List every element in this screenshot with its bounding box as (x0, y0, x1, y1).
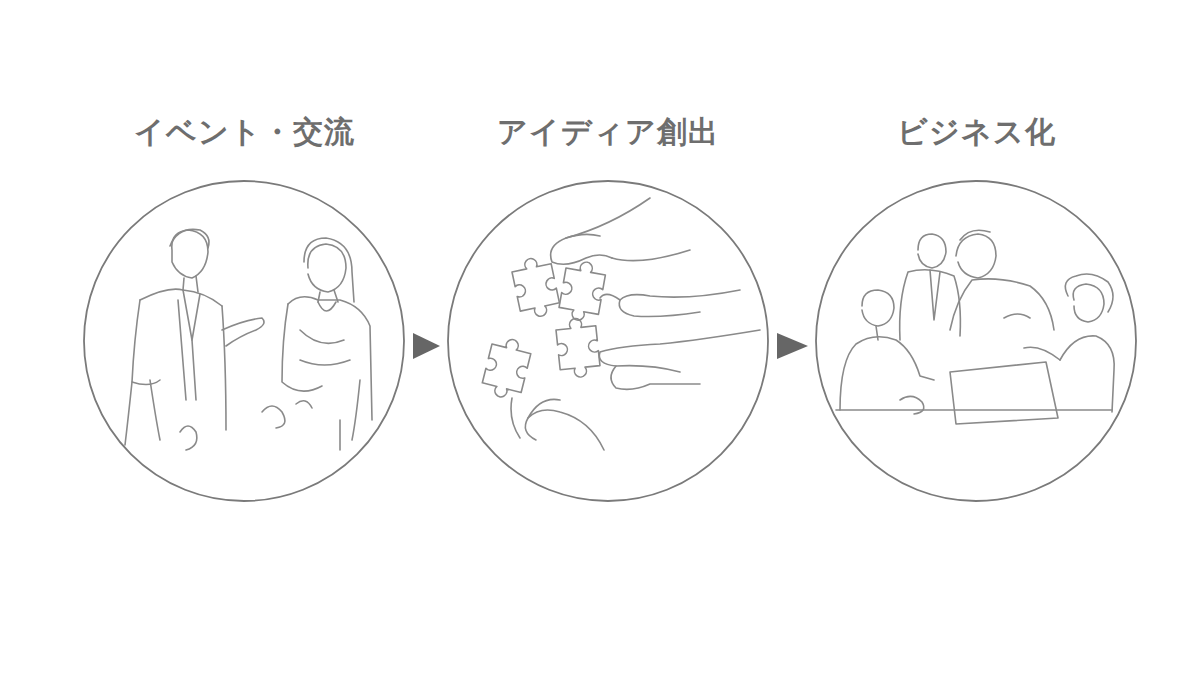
people-talking-drawing (125, 229, 372, 450)
flow-arrow (777, 333, 808, 359)
step-heading: ビジネス化 (897, 114, 1056, 150)
step-heading: イベント・交流 (134, 114, 355, 150)
circle-border (84, 181, 404, 501)
step-circle: イベント・交流 (83, 180, 405, 502)
circle-outline (83, 180, 405, 502)
circle-border (448, 181, 768, 501)
circle-outline (447, 180, 769, 502)
step-circle: アイディア創出 (447, 180, 769, 502)
flow-arrow (413, 333, 440, 359)
meeting-drawing (836, 230, 1114, 424)
step-circle: ビジネス化 (815, 180, 1137, 502)
puzzle-hands-drawing (480, 198, 760, 450)
circle-outline (815, 180, 1137, 502)
step-heading: アイディア創出 (497, 114, 719, 150)
circle-border (816, 181, 1136, 501)
